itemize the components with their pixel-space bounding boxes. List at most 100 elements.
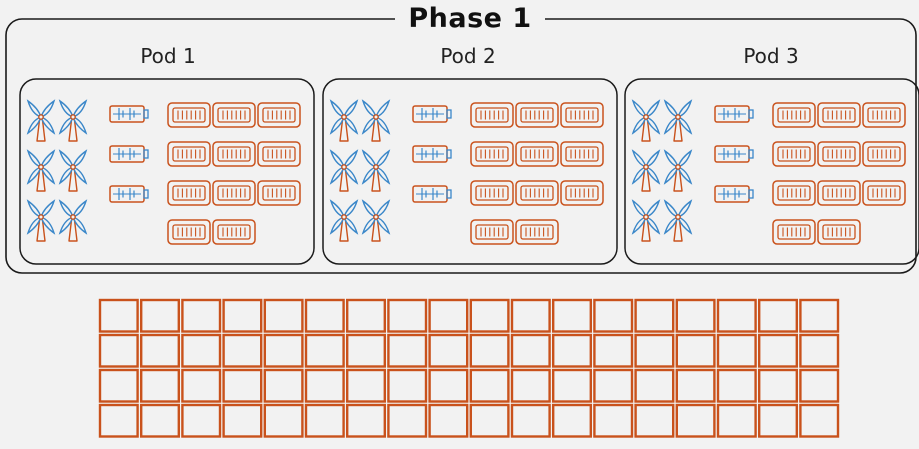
empty-box-icon [593, 368, 634, 403]
container-icon [212, 141, 256, 167]
empty-box-icon [181, 298, 222, 333]
empty-box-icon [139, 333, 180, 368]
container-icon [212, 180, 256, 206]
phase-title: Phase 1 [395, 2, 545, 36]
empty-box-icon [758, 368, 799, 403]
expansion-grid [98, 298, 840, 438]
empty-box-icon [387, 298, 428, 333]
container-icon [515, 180, 559, 206]
wind-turbine-icon [631, 199, 661, 242]
wind-turbine-icon [361, 199, 391, 242]
empty-box-icon [222, 298, 263, 333]
empty-box-icon [181, 368, 222, 403]
empty-box-icon [98, 298, 139, 333]
container-icon [560, 102, 604, 128]
empty-box-icon [675, 403, 716, 438]
wind-turbine-icon [26, 199, 56, 242]
wind-turbine-icon [58, 99, 88, 142]
container-icon [862, 180, 906, 206]
container-icon [515, 102, 559, 128]
empty-box-icon [181, 333, 222, 368]
empty-box-icon [552, 403, 593, 438]
battery-icon [714, 105, 754, 123]
empty-box-icon [346, 333, 387, 368]
empty-box-icon [346, 298, 387, 333]
empty-box-icon [593, 298, 634, 333]
wind-turbine-icon [26, 149, 56, 192]
empty-box-icon [139, 298, 180, 333]
container-icon [515, 141, 559, 167]
container-icon [167, 141, 211, 167]
empty-box-icon [263, 368, 304, 403]
pod-3-label: Pod 3 [743, 44, 799, 68]
container-icon [470, 141, 514, 167]
container-icon [772, 180, 816, 206]
battery-icon [109, 105, 149, 123]
pod-frame [19, 78, 315, 265]
empty-box-icon [552, 368, 593, 403]
container-icon [515, 219, 559, 245]
container-icon [470, 102, 514, 128]
battery-icon [714, 185, 754, 203]
wind-turbine-icon [663, 149, 693, 192]
empty-box-icon [469, 368, 510, 403]
pod-2-label: Pod 2 [440, 44, 496, 68]
empty-box-icon [510, 368, 551, 403]
container-icon [862, 141, 906, 167]
empty-box-icon [634, 298, 675, 333]
container-icon [772, 219, 816, 245]
container-icon [167, 102, 211, 128]
battery-icon [412, 185, 452, 203]
empty-box-icon [675, 333, 716, 368]
wind-turbine-icon [58, 149, 88, 192]
wind-turbine-icon [58, 199, 88, 242]
empty-box-icon [304, 298, 345, 333]
empty-box-icon [716, 298, 757, 333]
empty-box-icon [139, 403, 180, 438]
container-icon [257, 141, 301, 167]
battery-icon [714, 145, 754, 163]
empty-box-icon [634, 403, 675, 438]
container-icon [212, 219, 256, 245]
pods-layer [19, 78, 919, 265]
empty-box-icon [98, 333, 139, 368]
empty-box-icon [593, 403, 634, 438]
container-icon [470, 180, 514, 206]
empty-box-icon [634, 333, 675, 368]
empty-box-icon [387, 368, 428, 403]
empty-box-icon [181, 403, 222, 438]
empty-box-icon [304, 333, 345, 368]
empty-box-icon [222, 333, 263, 368]
empty-box-icon [263, 403, 304, 438]
battery-icon [109, 185, 149, 203]
empty-box-icon [346, 403, 387, 438]
empty-box-icon [510, 333, 551, 368]
container-icon [257, 180, 301, 206]
container-icon [167, 219, 211, 245]
empty-box-icon [98, 403, 139, 438]
empty-box-icon [675, 298, 716, 333]
container-icon [772, 102, 816, 128]
pod-1-label: Pod 1 [140, 44, 196, 68]
empty-box-icon [758, 298, 799, 333]
container-icon [817, 102, 861, 128]
wind-turbine-icon [329, 99, 359, 142]
wind-turbine-icon [663, 199, 693, 242]
container-icon [817, 180, 861, 206]
empty-box-icon [428, 368, 469, 403]
wind-turbine-icon [329, 149, 359, 192]
empty-box-icon [799, 403, 840, 438]
empty-box-icon [469, 298, 510, 333]
empty-box-icon [98, 368, 139, 403]
wind-turbine-icon [361, 149, 391, 192]
empty-box-icon [799, 298, 840, 333]
wind-turbine-icon [663, 99, 693, 142]
empty-box-icon [552, 333, 593, 368]
container-icon [167, 180, 211, 206]
pod-1 [19, 78, 315, 265]
empty-box-icon [428, 298, 469, 333]
battery-icon [109, 145, 149, 163]
empty-box-icon [469, 403, 510, 438]
empty-box-icon [716, 403, 757, 438]
pod-frame [624, 78, 919, 265]
